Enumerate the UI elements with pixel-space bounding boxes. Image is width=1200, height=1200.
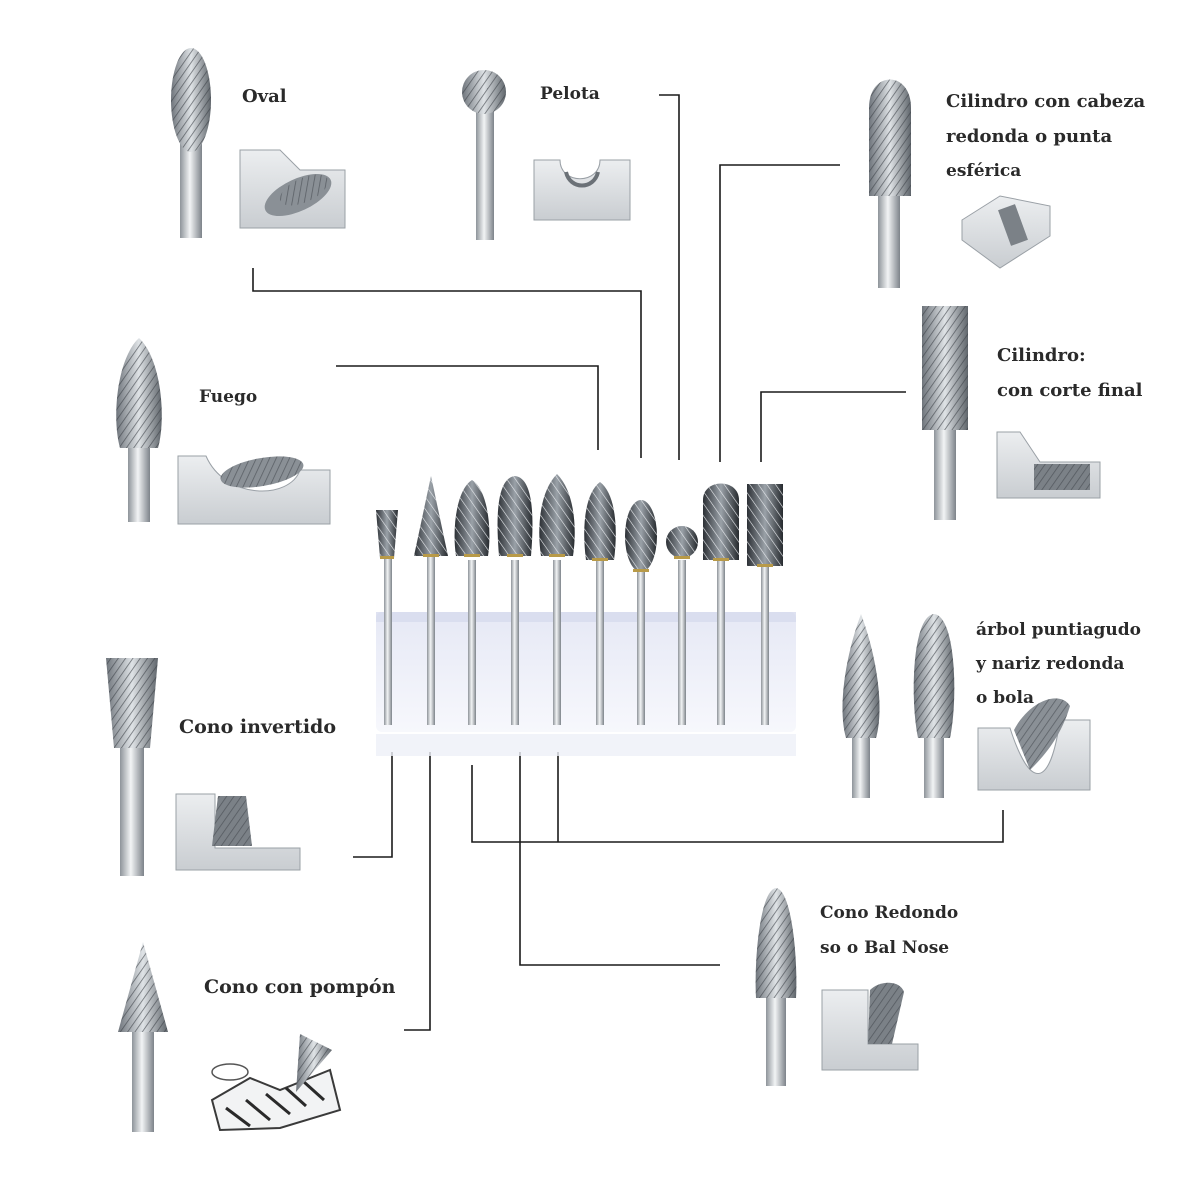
connector-fuego <box>336 365 599 450</box>
cylinder-end-cut-bit-icon <box>922 306 968 520</box>
cylinder-ball-cut-profile-icon <box>961 195 1051 269</box>
label-fuego: Fuego <box>199 387 258 407</box>
connector-cono-pompon <box>404 752 431 1031</box>
round-cone-bit-icon <box>755 888 797 1086</box>
ball-cut-profile-icon <box>533 159 631 221</box>
connector-cono-invertido <box>353 752 393 858</box>
label-oval: Oval <box>242 86 287 107</box>
label-pelota: Pelota <box>540 84 600 104</box>
burr-stand <box>376 612 796 732</box>
oval-bit-icon <box>171 48 211 238</box>
cylinder-ball-nose-bit-icon <box>869 79 911 288</box>
label-cono-invertido: Cono invertido <box>179 716 337 738</box>
set-bit-pointed-cone <box>414 476 448 725</box>
inverted-cone-bit-icon <box>106 658 158 876</box>
label-cono-redondo: Cono Redondo so o Bal Nose <box>820 903 959 958</box>
connector-lines <box>252 94 1004 1031</box>
cylinder-end-cut-profile-icon <box>996 431 1101 499</box>
set-bit-cylinder <box>747 484 783 725</box>
connector-oval <box>252 268 642 458</box>
set-bit-oval <box>625 500 657 725</box>
tree-cut-profile-icon <box>977 698 1091 791</box>
pointed-tree-bit-icon <box>842 614 880 798</box>
set-bit-ball <box>666 526 698 725</box>
round-cone-cut-profile-icon <box>821 982 919 1071</box>
oval-cut-profile-icon <box>239 149 346 229</box>
set-bit-flame-3 <box>584 482 616 725</box>
set-bit-tree-round <box>497 476 533 725</box>
center-burr-set <box>376 474 796 756</box>
set-bit-flame-2 <box>539 474 575 725</box>
flame-bit-icon <box>116 338 162 522</box>
ball-bit-icon <box>462 70 506 240</box>
set-bit-flame-1 <box>454 480 490 725</box>
connector-arbol <box>471 765 1004 843</box>
label-cono-pompon: Cono con pompón <box>204 976 396 998</box>
connector-pelota <box>659 94 680 460</box>
inverted-cone-cut-profile-icon <box>175 793 301 871</box>
pointed-cone-bit-icon <box>118 942 168 1132</box>
connector-cilindro-cabeza <box>719 164 840 462</box>
pointed-cone-cut-profile-icon <box>210 1034 342 1132</box>
flame-cut-profile-icon <box>177 455 331 525</box>
set-bit-inverted-cone <box>376 510 398 725</box>
label-arbol: árbol puntiagudo y nariz redonda o bola <box>976 620 1141 708</box>
connector-cilindro-corte <box>760 391 906 462</box>
label-cilindro-corte: Cilindro: con corte final <box>997 345 1143 401</box>
connector-cono-redondo <box>519 752 720 966</box>
round-tree-bit-icon <box>913 614 955 798</box>
set-bit-cylinder-ball <box>703 483 739 725</box>
label-cilindro-cabeza: Cilindro con cabeza redonda o punta esfé… <box>946 91 1146 181</box>
